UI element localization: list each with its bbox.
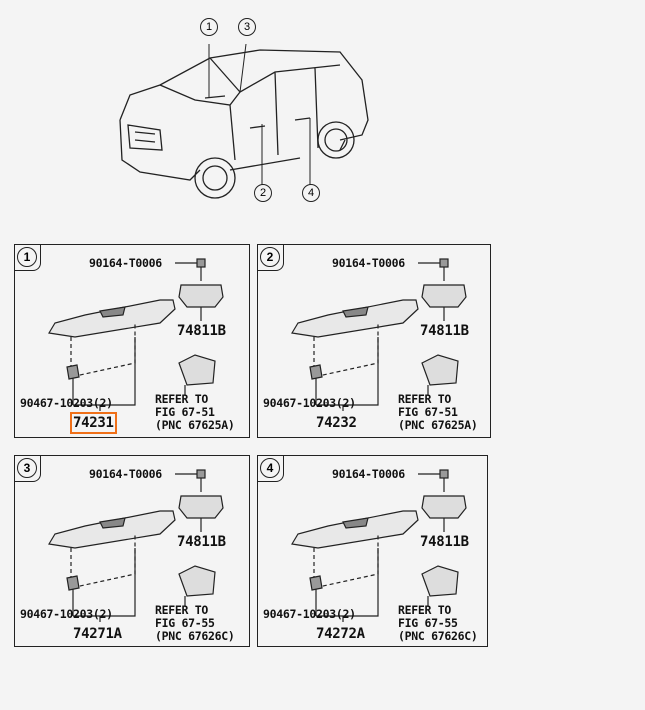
main-part-number[interactable]: 74232 — [316, 415, 357, 431]
screw-icon — [439, 469, 449, 479]
parts-panel-1: 1 90164-T0006 74811B 90467-10203(2) 7423… — [14, 244, 250, 438]
clip-icon — [309, 364, 323, 380]
bezel-icon — [421, 284, 467, 308]
bezel-part-number[interactable]: 74811B — [177, 323, 226, 339]
screw-icon — [196, 469, 206, 479]
bezel-icon — [421, 495, 467, 519]
switch-knob — [342, 517, 369, 529]
screw-icon — [439, 258, 449, 268]
refer-figure-link[interactable]: FIG 67-55 — [398, 616, 458, 630]
bracket-icon — [178, 565, 216, 597]
refer-pnc: (PNC 67626C) — [155, 629, 235, 643]
switch-knob — [99, 517, 126, 529]
refer-figure-link[interactable]: FIG 67-55 — [155, 616, 215, 630]
parts-panel-3: 3 90164-T0006 74811B 90467-10203(2) 7427… — [14, 455, 250, 647]
vehicle-overview: 1 3 2 4 — [100, 10, 380, 210]
switch-base-shape — [48, 299, 176, 338]
panel-number: 1 — [17, 247, 37, 267]
clip-part-number[interactable]: 90467-10203(2) — [263, 607, 356, 621]
bracket-icon — [421, 354, 459, 386]
parts-drawing — [291, 258, 467, 411]
clip-icon — [309, 575, 323, 591]
bezel-part-number[interactable]: 74811B — [420, 323, 469, 339]
switch-base-shape — [48, 510, 176, 549]
panel-badge: 1 — [14, 244, 41, 271]
panel-number: 2 — [260, 247, 280, 267]
refer-line-1: REFER TO — [398, 603, 451, 617]
clip-part-number[interactable]: 90467-10203(2) — [263, 396, 356, 410]
callout-2-top: 3 — [238, 18, 256, 36]
refer-pnc: (PNC 67625A) — [398, 418, 478, 432]
bezel-part-number[interactable]: 74811B — [177, 534, 226, 550]
panel-badge: 4 — [257, 455, 284, 482]
refer-figure-link[interactable]: FIG 67-51 — [398, 405, 458, 419]
refer-line-1: REFER TO — [155, 392, 208, 406]
screw-part-number[interactable]: 90164-T0006 — [332, 256, 405, 270]
clip-icon — [66, 364, 80, 380]
panel-number: 3 — [17, 458, 37, 478]
main-part-number[interactable]: 74271A — [73, 626, 122, 642]
parts-drawing — [291, 469, 467, 622]
switch-base-shape — [291, 510, 419, 549]
panel-badge: 2 — [257, 244, 284, 271]
refer-line-1: REFER TO — [155, 603, 208, 617]
screw-part-number[interactable]: 90164-T0006 — [89, 467, 162, 481]
clip-icon — [66, 575, 80, 591]
refer-line-1: REFER TO — [398, 392, 451, 406]
clip-part-number[interactable]: 90467-10203(2) — [20, 607, 113, 621]
callout-1: 1 — [200, 18, 218, 36]
switch-knob — [99, 306, 126, 318]
switch-knob — [342, 306, 369, 318]
clip-part-number[interactable]: 90467-10203(2) — [20, 396, 113, 410]
bracket-icon — [178, 354, 216, 386]
refer-figure-link[interactable]: FIG 67-51 — [155, 405, 215, 419]
screw-part-number[interactable]: 90164-T0006 — [332, 467, 405, 481]
refer-pnc: (PNC 67625A) — [155, 418, 235, 432]
bezel-icon — [178, 284, 224, 308]
parts-panel-4: 4 90164-T0006 74811B 90467-10203(2) 7427… — [257, 455, 488, 647]
panel-badge: 3 — [14, 455, 41, 482]
bracket-icon — [421, 565, 459, 597]
bezel-part-number[interactable]: 74811B — [420, 534, 469, 550]
main-part-number[interactable]: 74272A — [316, 626, 365, 642]
vehicle-illustration — [119, 43, 369, 199]
callout-4: 4 — [302, 184, 320, 202]
refer-pnc: (PNC 67626C) — [398, 629, 478, 643]
switch-base-shape — [291, 299, 419, 338]
main-part-number[interactable]: 74231 — [70, 412, 117, 434]
callout-2: 2 — [254, 184, 272, 202]
parts-drawing — [48, 469, 224, 622]
panel-number: 4 — [260, 458, 280, 478]
bezel-icon — [178, 495, 224, 519]
parts-drawing — [48, 258, 224, 411]
parts-panel-2: 2 90164-T0006 74811B 90467-10203(2) 7423… — [257, 244, 491, 438]
screw-part-number[interactable]: 90164-T0006 — [89, 256, 162, 270]
screw-icon — [196, 258, 206, 268]
